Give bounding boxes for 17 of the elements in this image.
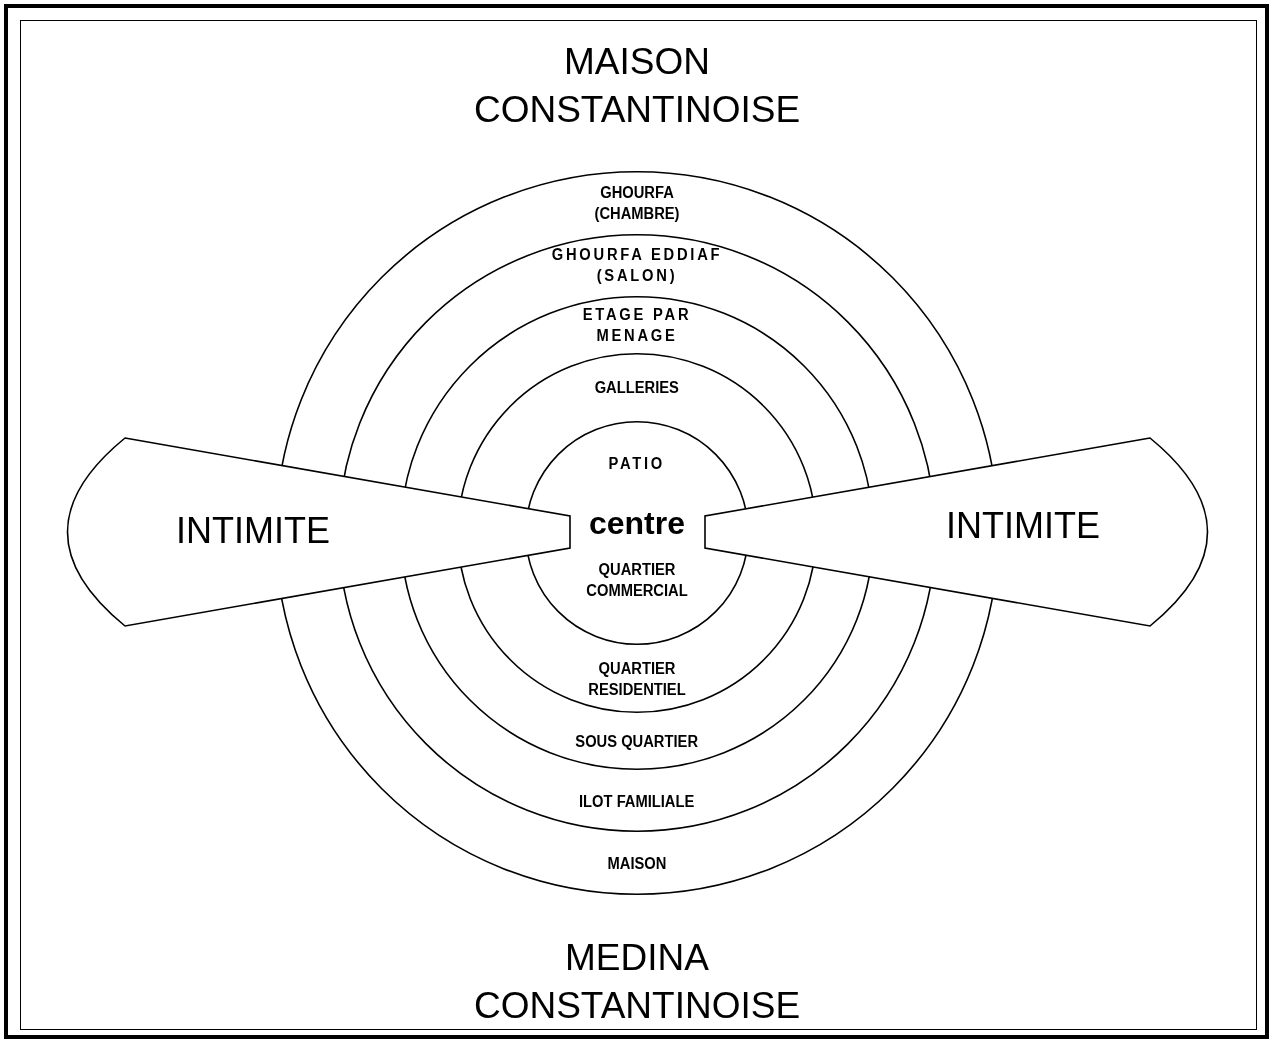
intimacy-label: INTIMITE bbox=[945, 504, 1101, 548]
center-label: centre bbox=[587, 503, 686, 543]
wedge-shape bbox=[703, 436, 1207, 629]
caption: MEDINA CONSTANTINOISE bbox=[472, 936, 802, 1028]
zone-label: GALLERIES bbox=[593, 377, 681, 398]
zone-label: PATIO bbox=[607, 453, 667, 474]
zone-label: MAISON bbox=[606, 854, 668, 874]
zone-label: GHOURFA EDDIAF (SALON) bbox=[550, 245, 724, 286]
zone-label: GHOURFA (CHAMBRE) bbox=[593, 182, 681, 224]
zone-label: QUARTIER RESIDENTIEL bbox=[587, 659, 687, 700]
intimacy-label: INTIMITE bbox=[175, 509, 331, 553]
zone-label: QUARTIER COMMERCIAL bbox=[585, 560, 689, 601]
zone-label: SOUS QUARTIER bbox=[574, 732, 700, 752]
zone-label: ETAGE PAR MENAGE bbox=[581, 304, 693, 346]
title: MAISON CONSTANTINOISE bbox=[472, 40, 802, 132]
wedge-shape bbox=[68, 436, 572, 629]
zone-label: ILOT FAMILIALE bbox=[578, 791, 696, 812]
